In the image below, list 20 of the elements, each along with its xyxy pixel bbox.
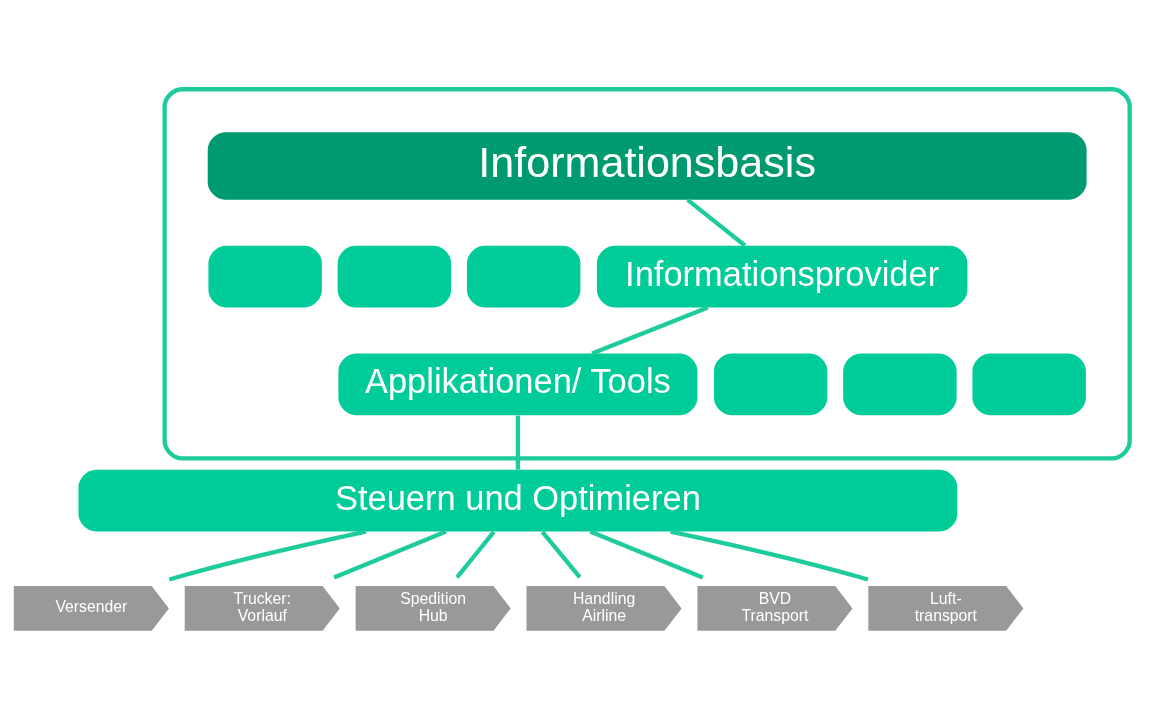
node-box <box>337 245 452 308</box>
connector <box>591 305 709 356</box>
connector <box>686 198 747 248</box>
connector <box>515 415 521 470</box>
node-box: Informationsbasis <box>207 132 1087 200</box>
node-box <box>466 245 581 308</box>
node-box: Applikationen/ Tools <box>338 353 698 416</box>
node-box <box>843 353 957 416</box>
node-box <box>208 245 322 308</box>
connector <box>168 529 367 582</box>
node-box <box>713 353 828 416</box>
node-box: Informationsprovider <box>596 245 968 308</box>
cluster <box>162 87 1132 461</box>
connector <box>540 530 582 579</box>
connector <box>455 530 496 579</box>
connector <box>589 529 704 580</box>
connector <box>333 529 447 580</box>
node-box <box>972 353 1086 416</box>
node-box: Steuern und Optimieren <box>78 469 958 532</box>
connector <box>670 529 869 582</box>
